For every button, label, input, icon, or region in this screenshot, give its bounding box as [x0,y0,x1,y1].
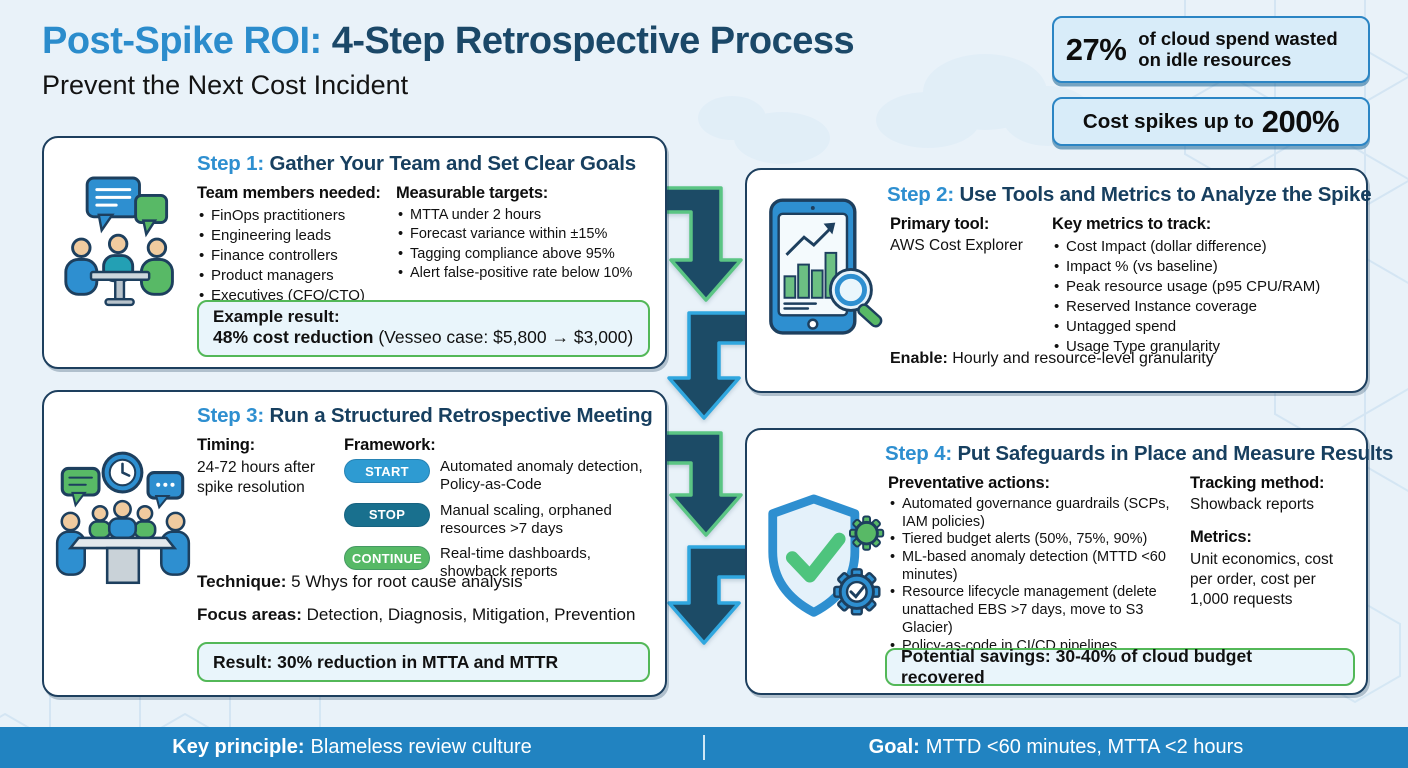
stat-cost-spikes: Cost spikes up to 200% [1052,97,1370,146]
page-title-rest: 4-Step Retrospective Process [331,20,855,62]
step-3-title: Step 3: Run a Structured Retrospective M… [197,404,653,427]
step-3-focus-line: Focus areas: Detection, Diagnosis, Mitig… [197,605,636,624]
arrow-step1-down-icon [649,186,743,302]
stat-idle-label: of cloud spend wasted on idle resources [1138,27,1338,70]
arrow-step4-down-icon [667,545,761,645]
step-1-col-team: Team members needed: FinOps practitioner… [197,184,395,306]
list-item: Tagging compliance above 95% [396,245,658,265]
metrics-value: Unit economics, cost per order, cost per… [1190,551,1333,608]
step-4-col-actions: Preventative actions: Automated governan… [888,474,1185,655]
list-item: Impact % (vs baseline) [1052,257,1347,277]
footer-key-principle: Key principle: Blameless review culture [172,736,532,758]
footer-bar: Key principle: Blameless review culture … [0,727,1408,768]
footer-divider [703,735,705,760]
stop-pill: STOP [344,502,430,527]
list-item: Forecast variance within ±15% [396,225,658,245]
stat-spike-label: Cost spikes up to [1082,109,1254,133]
list-item: Product managers [197,266,395,286]
small-gear [849,515,885,551]
tablet-analysis-icon [765,192,887,349]
start-pill: START [344,459,430,483]
list-item: Reserved Instance coverage [1052,297,1347,317]
list-item: Untagged spend [1052,317,1347,337]
list-item: Automated governance guardrails (SCPs, I… [888,496,1185,531]
step-2-col-tool: Primary tool: AWS Cost Explorer [890,215,1050,255]
step-1-result-box: Example result: 48% cost reduction (Vess… [197,300,650,357]
list-item: MTTA under 2 hours [396,206,658,226]
tracking-value: Showback reports [1190,496,1315,513]
step-2-col-metrics: Key metrics to track: Cost Impact (dolla… [1052,215,1347,357]
meeting-clock-icon [54,446,192,599]
step-2-title: Step 2: Use Tools and Metrics to Analyze… [887,183,1372,206]
flow-arrows [649,186,761,645]
step-3-col-framework: Framework: START Automated anomaly detec… [344,436,654,589]
big-gear [833,568,881,616]
step-4-col-tracking: Tracking method: Showback reports Metric… [1190,474,1355,609]
page-title: Post-Spike ROI: 4-Step Retrospective Pro… [42,20,855,62]
step-1-title: Step 1: Gather Your Team and Set Clear G… [197,152,636,175]
list-item: Finance controllers [197,246,395,266]
page-title-highlight: Post-Spike ROI: [42,20,332,62]
arrow-step3-down-icon [649,431,743,537]
step-1-col-targets: Measurable targets: MTTA under 2 hours F… [396,184,658,283]
step-3-card: Step 3: Run a Structured Retrospective M… [42,390,667,697]
step-4-result-box: Potential savings: 30-40% of cloud budge… [885,646,1355,687]
list-item: FinOps practitioners [197,206,395,226]
team-discussion-icon [60,170,186,317]
step-3-technique-line: Technique: 5 Whys for root cause analysi… [197,572,523,591]
step-3-result-box: Result: 30% reduction in MTTA and MTTR [197,642,650,682]
continue-pill: CONTINUE [344,546,430,571]
list-item: Tiered budget alerts (50%, 75%, 90%) [888,531,1185,549]
step-2-card: Step 2: Use Tools and Metrics to Analyze… [745,168,1372,393]
list-item: Usage Type granularity [1052,337,1347,357]
step-4-card: Step 4: Put Safeguards in Place and Meas… [745,428,1393,695]
step-2-enable-line: Enable: Hourly and resource-level granul… [890,350,1214,367]
list-item: Engineering leads [197,226,395,246]
footer-goal: Goal: MTTD <60 minutes, MTTA <2 hours [868,736,1244,758]
stat-idle-resources: 27% of cloud spend wasted on idle resour… [1052,16,1370,83]
arrow-step2-down-icon [667,311,761,420]
header: Post-Spike ROI: 4-Step Retrospective Pro… [42,20,855,101]
page-subtitle: Prevent the Next Cost Incident [42,69,409,100]
step-1-card: Step 1: Gather Your Team and Set Clear G… [42,136,667,369]
primary-tool-value: AWS Cost Explorer [890,237,1023,254]
list-item: Cost Impact (dollar difference) [1052,237,1347,257]
timing-value: 24-72 hours after spike resolution [197,459,316,497]
framework-row-start: START Automated anomaly detection, Polic… [344,458,654,495]
step-4-title: Step 4: Put Safeguards in Place and Meas… [885,442,1394,465]
list-item: Peak resource usage (p95 CPU/RAM) [1052,277,1347,297]
list-item: Resource lifecycle management (delete un… [888,584,1185,637]
list-item: Alert false-positive rate below 10% [396,264,658,284]
list-item: Executives (CFO/CTO) [197,286,395,306]
framework-row-continue: CONTINUE Real-time dashboards, showback … [344,545,654,582]
stat-spike-value: 200% [1261,103,1340,139]
shield-gears-icon [761,488,893,641]
list-item: ML-based anomaly detection (MTTD <60 min… [888,549,1185,584]
framework-row-stop: STOP Manual scaling, orphaned resources … [344,502,654,539]
step-3-col-timing: Timing: 24-72 hours after spike resoluti… [197,436,327,498]
stat-idle-value: 27% [1065,31,1127,67]
